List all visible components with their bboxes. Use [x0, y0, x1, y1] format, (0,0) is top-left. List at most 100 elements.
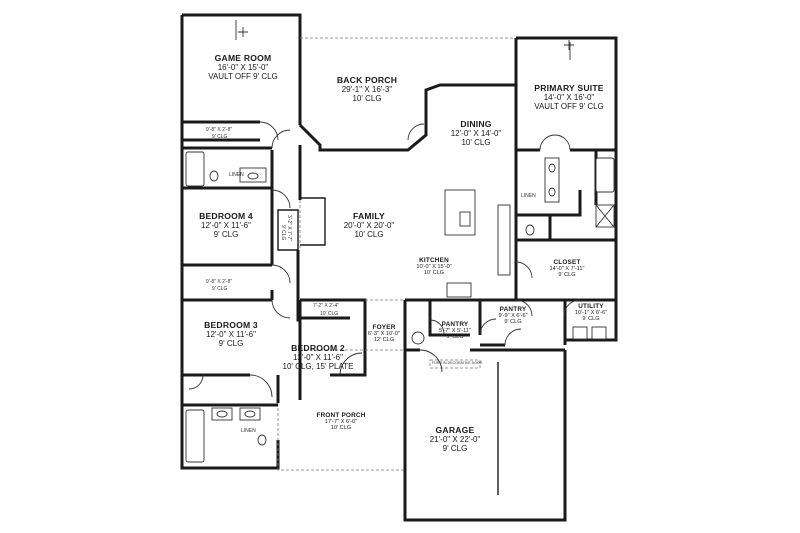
room-name: DINING: [460, 119, 492, 129]
room-dims: 12'-0" X 11'-6": [206, 329, 256, 339]
room-ceiling: 10' CLG: [461, 137, 491, 147]
room-dims: 14'-0" X 7'-11": [549, 266, 585, 273]
water-heater-icon: [411, 331, 425, 345]
pantry-small-label: PANTRY 5'-7" X 5'-11" 9' CLG: [439, 321, 471, 341]
room-dims: 5'-7" X 5'-11": [439, 328, 471, 335]
sink-bowl-icon: [216, 410, 228, 418]
tub-icon: [595, 157, 615, 193]
room-ceiling: 9' CLG: [504, 319, 522, 326]
garage-decor-door: [429, 359, 481, 369]
closet-bed2-dims: 7'-2" X 2'-4": [313, 303, 340, 309]
room-dims: 29'-1" X 16'-3": [341, 84, 393, 94]
room-name: PRIMARY SUITE: [534, 83, 604, 93]
dining-label: DINING 12'-0" X 14'-0" 10' CLG: [450, 119, 502, 148]
family-label: FAMILY 20'-0" X 20'-0" 10' CLG: [343, 211, 395, 240]
sink-bowl-icon: [548, 187, 556, 197]
closet-bed2-clg: 10' CLG: [320, 311, 339, 317]
room-ceiling: 9' CLG: [213, 229, 239, 239]
room-name: UTILITY: [578, 303, 604, 310]
room-dims: 17'-7" X 6'-0": [324, 419, 358, 426]
exterior-wall-left: [180, 13, 302, 470]
closet-bed4-clg: 9' CLG: [280, 225, 286, 241]
bedroom4-closet: [277, 209, 299, 251]
room-ceiling: 9' CLG: [218, 338, 244, 348]
room-name: GARAGE: [435, 425, 475, 435]
tub-icon: [185, 409, 205, 463]
room-ceiling: 10' CLG: [423, 270, 445, 277]
sink-bowl-icon: [244, 410, 256, 418]
pantry-label: PANTRY 9'-9" X 6'-6" 9' CLG: [498, 306, 527, 326]
garage-wall: [403, 348, 567, 522]
back-porch-wall: [298, 83, 516, 152]
door-swing-icon: [188, 121, 581, 398]
toilet-icon: [209, 170, 219, 182]
toilet-icon: [257, 434, 267, 446]
room-name: CLOSET: [553, 259, 581, 266]
garage-door-note: FURR IN DECORATIVE DOOR: [432, 361, 483, 365]
room-ceiling: 12' CLG: [373, 337, 395, 344]
closet-bed3-dims: 9'-8" X 2'-8": [206, 279, 233, 285]
room-name: FAMILY: [353, 211, 385, 221]
tub-icon: [185, 151, 205, 187]
room-dims: 21'-0" X 22'-0": [429, 434, 481, 444]
room-ceiling: 9' CLG: [582, 316, 600, 323]
exterior-wall-primary: [514, 36, 618, 342]
back-porch-label: BACK PORCH 29'-1" X 16'-3" 10' CLG: [336, 75, 398, 104]
bedroom-dividers: [182, 146, 280, 407]
garage-label: GARAGE 21'-0" X 22'-0" 9' CLG: [429, 425, 481, 454]
closet-game-dims: 9'-8" X 2'-8": [206, 127, 233, 133]
room-ceiling: 9' CLG: [442, 443, 468, 453]
linen-label-1: LINEN: [229, 172, 244, 178]
room-dims: 9'-9" X 6'-6": [498, 313, 528, 320]
room-dims: 14'-0" X 16'-0": [543, 92, 595, 102]
room-ceiling: 10' CLG, 15' PLATE: [282, 361, 354, 371]
room-dims: 10'-0" X 15'-0": [416, 264, 452, 271]
room-dims: 20'-0" X 20'-0": [343, 220, 395, 230]
sink-icon: [459, 211, 471, 227]
room-name: FRONT PORCH: [316, 412, 366, 419]
room-dims: 12'-0" X 14'-0": [450, 128, 502, 138]
room-ceiling: 9' CLG: [446, 334, 464, 341]
sink-bowl-icon: [548, 163, 556, 173]
bedroom2-label: BEDROOM 2 12'-0" X 11'-6" 10' CLG, 15' P…: [282, 343, 354, 372]
room-ceiling: 10' CLG: [354, 229, 384, 239]
room-name: FOYER: [372, 324, 396, 331]
room-dims: 12'-0" X 11'-6": [293, 352, 343, 362]
front-porch-label: FRONT PORCH 17'-7" X 6'-0" 10' CLG: [316, 412, 365, 432]
room-ceiling: 10' CLG: [352, 93, 382, 103]
room-name: GAME ROOM: [214, 53, 272, 63]
room-dims: 6'-3" X 10'-0": [367, 331, 401, 338]
game-room-closet: [182, 120, 260, 142]
room-dims: 16'-0" X 15'-0": [217, 62, 269, 72]
bedroom4-label: BEDROOM 4 12'-0" X 11'-6" 9' CLG: [199, 211, 253, 240]
room-name: PANTRY: [499, 306, 527, 313]
closet-bed4-dims: 3'-2" X 7'-7": [286, 215, 292, 242]
room-ceiling: VAULT OFF 9' CLG: [208, 71, 278, 81]
room-name: BEDROOM 4: [199, 211, 253, 221]
closet-bed3-clg: 9' CLG: [212, 286, 228, 292]
shower-x-icon: [595, 204, 615, 228]
room-name: BEDROOM 2: [291, 343, 345, 353]
utility-label: UTILITY 10'-1" X 6'-6" 9' CLG: [575, 303, 607, 323]
primary-suite-label: PRIMARY SUITE 14'-0" X 16'-0" VAULT OFF …: [534, 83, 604, 112]
linen-label-3: LINEN: [241, 428, 256, 434]
dryer-icon: [591, 326, 607, 340]
room-dims: 10'-1" X 6'-6": [574, 310, 608, 317]
room-name: PANTRY: [441, 321, 469, 328]
washer-icon: [572, 326, 588, 340]
bedroom3-label: BEDROOM 3 12'-0" X 11'-6" 9' CLG: [204, 320, 258, 349]
ceiling-fan-icon: [564, 40, 574, 50]
game-room-label: GAME ROOM 16'-0" X 15'-0" VAULT OFF 9' C…: [208, 53, 278, 82]
hall-dash: [299, 200, 405, 351]
room-ceiling: 10' CLG: [330, 425, 352, 432]
room-ceiling: VAULT OFF 9' CLG: [534, 101, 604, 111]
closet-label: CLOSET 14'-0" X 7'-11" 9' CLG: [550, 259, 585, 279]
ceiling-fan-icon: [238, 27, 248, 37]
closet-game-clg: 9' CLG: [212, 134, 228, 140]
room-name: KITCHEN: [419, 257, 449, 264]
counter-icon: [497, 204, 511, 276]
room-name: BACK PORCH: [336, 75, 398, 85]
sink-icon: [544, 157, 560, 203]
ceiling-line: [235, 20, 571, 60]
room-dims: 12'-0" X 11'-6": [201, 220, 251, 230]
